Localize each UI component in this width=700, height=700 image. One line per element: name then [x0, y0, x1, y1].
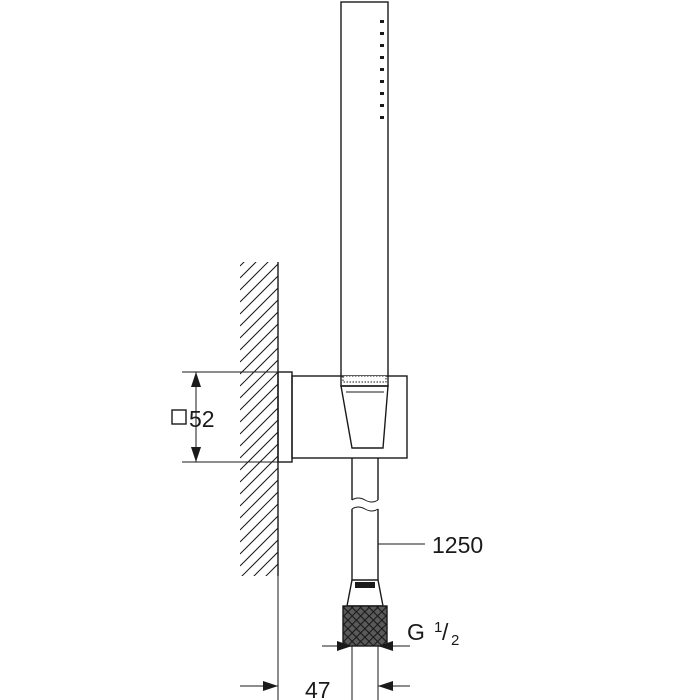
wall-hatch-line: [240, 395, 278, 435]
wall-hatch-line: [240, 503, 278, 543]
holder-size-value: 52: [189, 406, 215, 432]
thread-numerator: 1: [434, 619, 442, 636]
wall-hatch-line: [240, 455, 278, 495]
wall-hatch-line: [240, 275, 278, 315]
wall-hatch-line: [240, 262, 245, 267]
wall-hatch-line: [240, 202, 280, 242]
wall-hatch-line: [277, 575, 278, 576]
wall-hatch-line: [240, 371, 278, 411]
wall-hatch-line: [240, 431, 278, 471]
wall-hatch-line: [240, 263, 278, 303]
wall-hatch-line: [240, 479, 278, 519]
wall-hatch-line: [240, 287, 278, 327]
spray-nozzles: [380, 20, 384, 119]
dimension-holder-size: 52: [171, 371, 278, 463]
wall-hatch-line: [240, 491, 278, 531]
wall-hatch-line: [240, 610, 280, 650]
wall-hatch-line: [240, 262, 269, 291]
wall-hatch-line: [240, 383, 278, 423]
thread-fraction-slash: /: [442, 619, 449, 645]
dimension-hose-length: 1250: [378, 532, 483, 558]
shower-ring: [342, 375, 387, 383]
wall-hatch-line: [241, 539, 278, 576]
square-symbol-icon: [171, 409, 187, 425]
wall-offset-value: 47: [305, 677, 331, 700]
knurled-nut: [342, 605, 388, 647]
wall-hatch-line: [240, 335, 278, 375]
wall-hatch-line: [240, 467, 278, 507]
wall-hatch-line: [240, 407, 278, 447]
wall-hatch-line: [265, 563, 278, 576]
wall-hatch-line: [240, 598, 280, 638]
hose-length-value: 1250: [432, 532, 483, 558]
wall-hatch-line: [240, 347, 278, 387]
wall-hatch-line: [240, 515, 278, 555]
wall-hatch-line: [240, 214, 280, 254]
shower-hose: [346, 458, 384, 607]
wall-hatch-line: [240, 262, 257, 279]
thread-prefix: G: [407, 619, 425, 645]
wall-hatch-line: [240, 299, 278, 339]
wall-hatch-line: [240, 586, 280, 626]
wall-hatch-line: [240, 323, 278, 363]
wall-hatch-line: [240, 359, 278, 399]
dimension-wall-offset: 47: [240, 677, 410, 700]
thread-denominator: 2: [451, 632, 459, 649]
wall-hatch-line: [240, 419, 278, 459]
wall-hatch-line: [240, 311, 278, 351]
wall-hatch-line: [253, 551, 278, 576]
dimension-thread: G 1 / 2: [322, 619, 459, 651]
wall-section: [240, 202, 280, 650]
wall-hatch-line: [240, 527, 278, 567]
hand-shower: [340, 1, 389, 387]
